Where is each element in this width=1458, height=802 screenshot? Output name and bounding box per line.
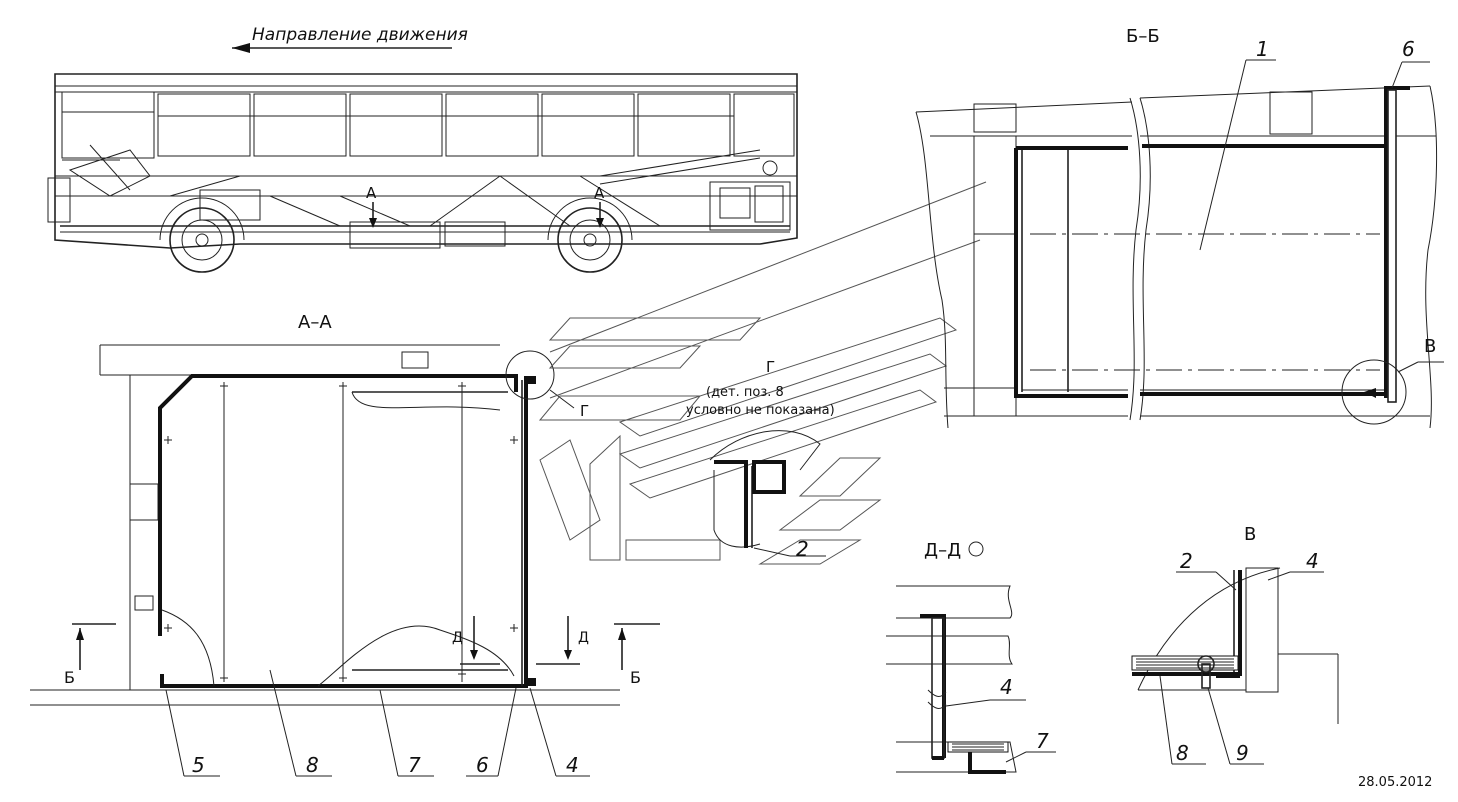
pos-9-label: 9 (1236, 741, 1249, 765)
svg-text:Б: Б (64, 668, 75, 687)
section-aa-title: А–А (298, 312, 332, 333)
break-line-right (1425, 85, 1438, 429)
rear-wheel (547, 197, 633, 273)
detail-v: В 2 4 8 9 (1131, 524, 1339, 765)
section-a-marker-left: А (366, 184, 377, 228)
bus-frame-truss (169, 149, 761, 227)
section-bb: Б–Б (915, 26, 1444, 429)
pos-8-label: 8 (306, 753, 319, 777)
direction-indicator: Направление движения (232, 25, 468, 53)
break-line-mid-a (1129, 97, 1141, 421)
pos-2-label-g: 2 (796, 537, 809, 561)
g-profile-tube (752, 460, 786, 494)
svg-text:А: А (594, 184, 605, 202)
pos-4-label-v: 4 (1306, 549, 1319, 573)
section-dd: Д–Д 4 7 (886, 540, 1056, 774)
bus-body-outline (54, 73, 798, 249)
bus-side-view: А А (47, 73, 798, 273)
section-b-marker-left: Б (64, 623, 116, 687)
pos-7-label-dd: 7 (1036, 729, 1049, 753)
section-aa: А–А (30, 312, 660, 777)
detail-g-circle (505, 350, 555, 400)
pos-8-label-v: 8 (1176, 741, 1189, 765)
svg-text:Б: Б (630, 668, 641, 687)
v-floor-hatch (1136, 658, 1234, 669)
break-line-left (915, 111, 949, 429)
detail-v-marker: В (1424, 336, 1436, 357)
direction-arrow-head (232, 43, 250, 53)
detail-g: Г (дет. поз. 8 условно не показана) (538, 181, 987, 565)
rotation-mark-icon (968, 541, 984, 557)
dd-floor-hatch (952, 743, 1004, 751)
detail-g-title: Г (766, 358, 775, 376)
svg-text:Д: Д (452, 630, 463, 646)
direction-label: Направление движения (252, 25, 468, 45)
partition-frame (158, 374, 518, 636)
detail-g-marker: Г (580, 402, 589, 420)
detail-v-circle (1341, 359, 1407, 425)
section-bb-title: Б–Б (1126, 26, 1160, 47)
pos-4-label-aa: 4 (566, 753, 579, 777)
bb-centerlines (1030, 233, 1380, 371)
rivet (1197, 655, 1215, 673)
pos-7-label: 7 (408, 753, 421, 777)
pos-6-label-aa: 6 (476, 753, 489, 777)
aa-leaders (165, 669, 590, 777)
pos-5-label: 5 (192, 753, 205, 777)
svg-text:Д: Д (578, 630, 589, 646)
pos-6-label-bb: 6 (1402, 37, 1415, 61)
section-dd-title: Д–Д (924, 540, 961, 561)
svg-text:А: А (366, 184, 377, 202)
section-a-marker-right: А (594, 184, 605, 228)
g-profile-angle (714, 460, 748, 548)
reference-crosses (164, 382, 518, 682)
note-line-1: (дет. поз. 8 (706, 385, 784, 400)
front-wheel (159, 197, 245, 273)
bus-window-bays (61, 91, 795, 159)
section-d-marker-left: Д (452, 616, 500, 665)
pos-2-label-v: 2 (1180, 549, 1193, 573)
detail-v-title: В (1244, 524, 1256, 545)
date-stamp: 28.05.2012 (1358, 775, 1432, 790)
engine-block (709, 181, 791, 231)
pos-1-label: 1 (1256, 37, 1269, 61)
pos-4-label-dd: 4 (1000, 675, 1013, 699)
note-line-2: условно не показана) (686, 403, 835, 418)
bb-panel-frame (1014, 148, 1128, 398)
section-b-marker-right: Б (614, 623, 660, 687)
section-d-marker-right: Д (536, 616, 589, 665)
